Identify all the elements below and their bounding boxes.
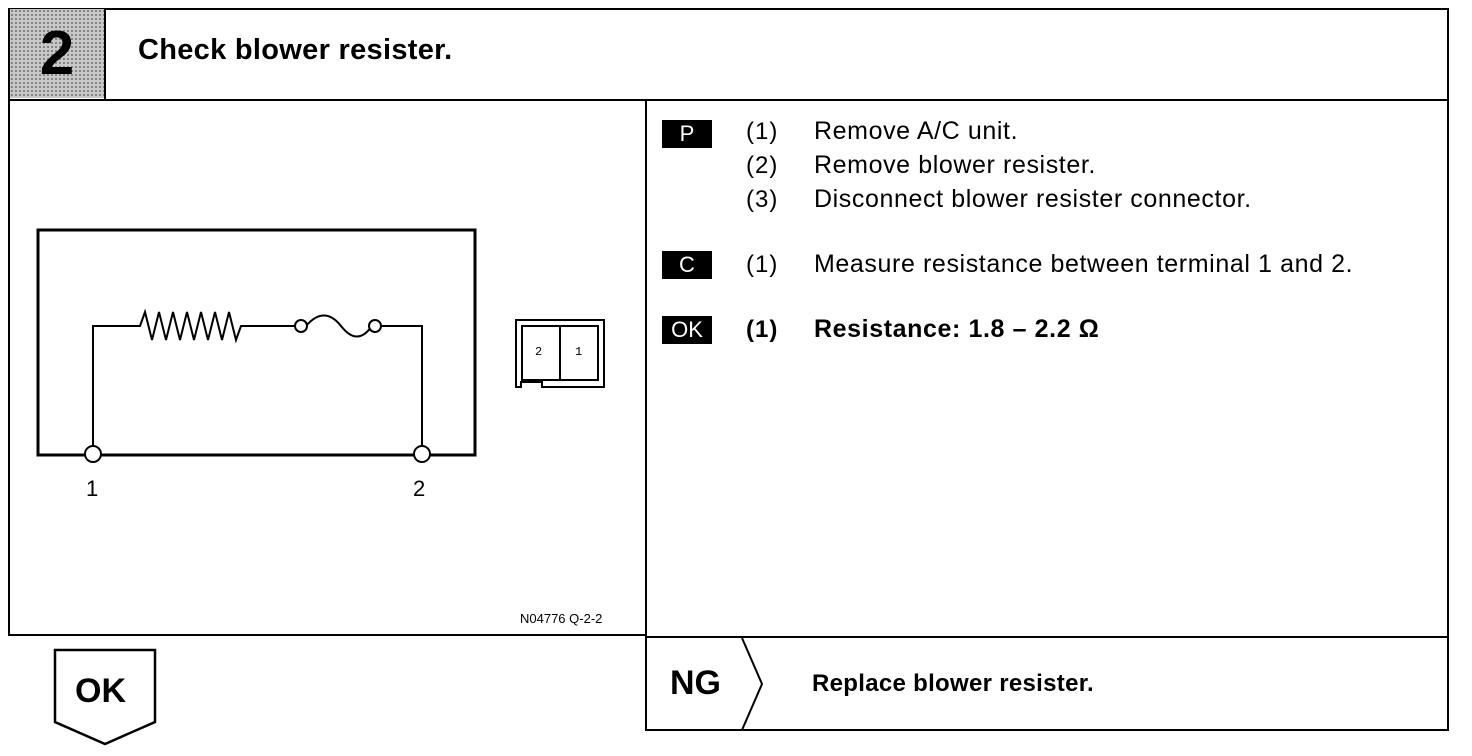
check-step-1-num: (1)	[746, 251, 779, 278]
step-title: Check blower resister.	[138, 34, 453, 66]
check-step-1-text: Measure resistance between terminal 1 an…	[814, 250, 1354, 278]
ok-step-1-text: Resistance: 1.8 – 2.2 Ω	[814, 315, 1100, 343]
ok-arrow-shape	[53, 648, 157, 746]
prep-badge: P	[662, 120, 712, 148]
step-number-divider	[104, 8, 106, 100]
circuit-wire	[92, 308, 296, 446]
fuse-symbol	[305, 314, 373, 338]
check-badge: C	[662, 251, 712, 279]
ng-chevron	[741, 637, 764, 731]
ok-badge: OK	[662, 316, 712, 344]
connector-icon	[515, 319, 605, 388]
terminal-1-label: 1	[86, 476, 99, 501]
ok-result-label: OK	[75, 672, 126, 710]
column-divider	[645, 100, 647, 731]
terminal-1-pin	[84, 445, 102, 463]
result-divider	[645, 636, 1449, 638]
fuse-terminal-right	[368, 319, 382, 333]
ng-label: NG	[670, 664, 721, 702]
terminal-2-pin	[413, 445, 431, 463]
circuit-wire-return	[381, 325, 423, 446]
prep-step-2-num: (2)	[746, 152, 779, 179]
prep-step-3-num: (3)	[746, 186, 779, 213]
prep-step-1-num: (1)	[746, 118, 779, 145]
header-divider	[8, 99, 1449, 101]
connector-pin-label-left: 2	[535, 345, 543, 359]
ok-step-1-num: (1)	[746, 316, 779, 343]
terminal-2-label: 2	[413, 476, 426, 501]
resister-body-outline	[36, 228, 477, 457]
frame-bottom-right	[645, 729, 1449, 731]
prep-step-3-text: Disconnect blower resister connector.	[814, 185, 1252, 213]
step-number: 2	[39, 18, 75, 88]
step-number-badge: 2	[10, 9, 104, 98]
ng-action-text: Replace blower resister.	[812, 670, 1095, 697]
frame-left	[8, 8, 10, 636]
frame-right	[1447, 8, 1449, 731]
connector-pin-label-right: 1	[575, 345, 583, 359]
prep-step-1-text: Remove A/C unit.	[814, 117, 1019, 145]
prep-step-2-text: Remove blower resister.	[814, 151, 1096, 179]
figure-id: N04776 Q-2-2	[520, 611, 603, 626]
frame-top	[8, 8, 1449, 10]
fuse-terminal-left	[294, 319, 308, 333]
figure-bottom	[8, 634, 647, 636]
